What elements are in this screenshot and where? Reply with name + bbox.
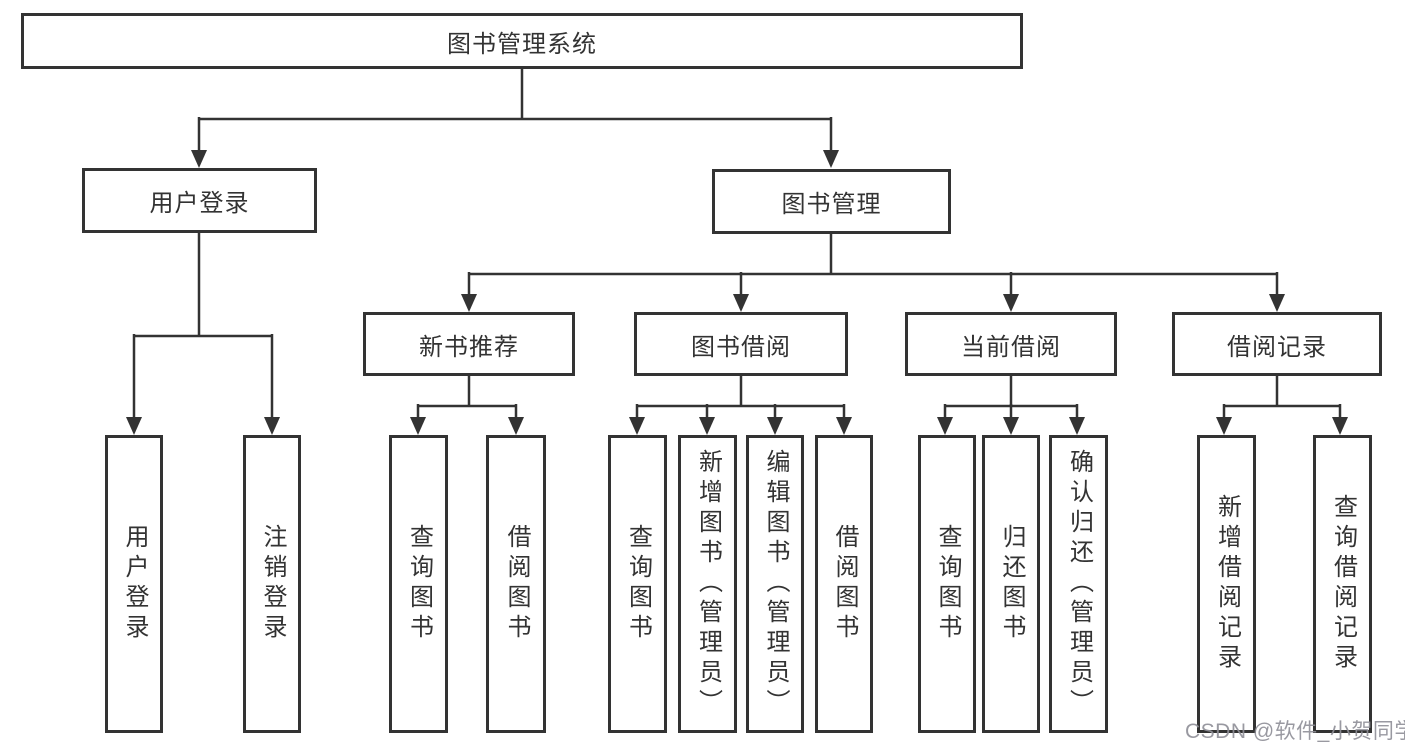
node-label: 图书管理系统: [447, 30, 597, 58]
node-new-book-recommend: 新书推荐: [363, 312, 575, 376]
node-label: 借阅图书: [831, 524, 858, 644]
node-label: 新增借阅记录: [1213, 494, 1241, 674]
node-label: 查询借阅记录: [1329, 494, 1357, 674]
node-label: 查询图书: [624, 524, 652, 644]
node-label: 新书推荐: [419, 333, 519, 361]
node-label: 归还图书: [998, 524, 1025, 644]
leaf-confirm-return-admin: 确认归还（管理员）: [1049, 435, 1108, 733]
node-label: 注销登录: [259, 524, 286, 644]
csdn-watermark: CSDN @软件_小贺同学: [1185, 720, 1405, 743]
leaf-user-login: 用户登录: [105, 435, 163, 733]
node-label: 确认归还（管理员）: [1065, 449, 1093, 719]
leaf-query-books-current: 查询图书: [918, 435, 976, 733]
leaf-query-books-borrowing: 查询图书: [608, 435, 667, 733]
node-label: 借阅图书: [503, 524, 530, 644]
node-label: 图书借阅: [691, 333, 791, 361]
leaf-add-borrow-record: 新增借阅记录: [1197, 435, 1256, 733]
node-library-management-system: 图书管理系统: [21, 13, 1023, 69]
node-user-login: 用户登录: [82, 168, 317, 233]
node-book-management: 图书管理: [712, 169, 951, 234]
leaf-add-books-admin: 新增图书（管理员）: [678, 435, 737, 733]
leaf-query-books-recommend: 查询图书: [389, 435, 448, 733]
node-label: 新增图书（管理员）: [694, 449, 722, 719]
node-current-borrowing: 当前借阅: [905, 312, 1117, 376]
node-label: 查询图书: [405, 524, 433, 644]
node-label: 当前借阅: [961, 333, 1061, 361]
node-label: 借阅记录: [1227, 333, 1327, 361]
leaf-return-books: 归还图书: [982, 435, 1040, 733]
leaf-logout: 注销登录: [243, 435, 301, 733]
leaf-borrow-books-borrowing: 借阅图书: [815, 435, 873, 733]
leaf-edit-books-admin: 编辑图书（管理员）: [746, 435, 804, 733]
node-label: 查询图书: [934, 524, 961, 644]
node-label: 用户登录: [149, 190, 250, 217]
node-borrowing-records: 借阅记录: [1172, 312, 1382, 376]
node-label: 图书管理: [781, 191, 882, 218]
node-label: 编辑图书（管理员）: [762, 449, 789, 719]
node-label: 用户登录: [121, 524, 148, 644]
leaf-query-borrow-record: 查询借阅记录: [1313, 435, 1372, 733]
leaf-borrow-books-recommend: 借阅图书: [486, 435, 546, 733]
node-book-borrowing: 图书借阅: [634, 312, 848, 376]
